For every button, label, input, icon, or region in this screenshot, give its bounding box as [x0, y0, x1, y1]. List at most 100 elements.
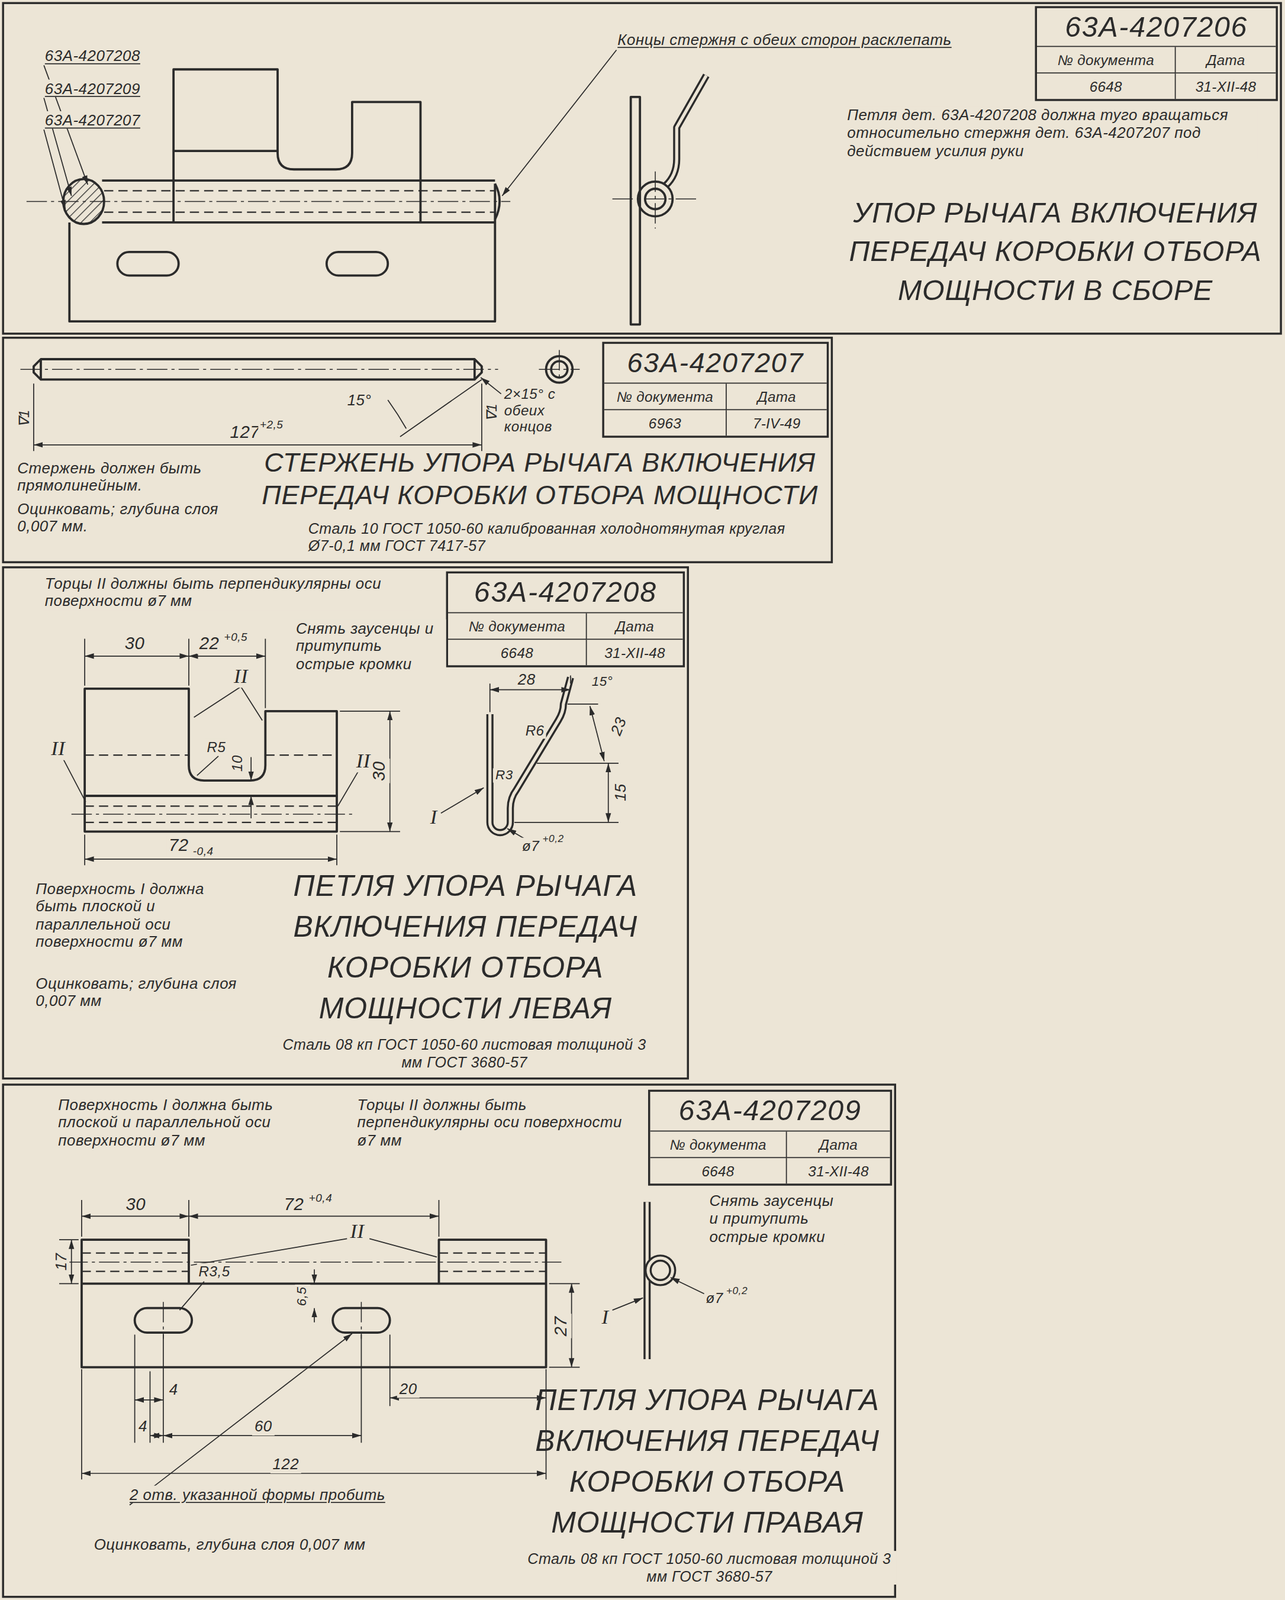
dimension-text: 22 — [197, 633, 222, 655]
title-block: 63А-4207207№ документаДата69637-IV-49 — [601, 342, 829, 439]
part-callout: 2 отв. указанной формы пробить — [127, 1486, 388, 1505]
dimension-line — [84, 655, 189, 658]
drawing-note: Оцинковать, глубина слоя 0,007 мм — [91, 1535, 368, 1554]
part-callout: 63А-4207209 — [42, 79, 143, 98]
title-block-cell: Дата — [587, 613, 684, 640]
dimension-line — [84, 858, 337, 861]
title-block-cell: 6963 — [604, 410, 727, 436]
dimension-text: ∇1 — [15, 407, 33, 430]
drawing-title: ПЕТЛЯ УПОРА РЫЧАГА ВКЛЮЧЕНИЯ ПЕРЕДАЧ КОР… — [273, 865, 658, 1029]
extension-line — [387, 400, 407, 429]
bent-strip — [648, 1258, 673, 1283]
dimension-text: 17 — [52, 1251, 71, 1274]
dimension-text: +2,5 — [257, 417, 285, 431]
dimension-text: 30 — [122, 633, 147, 655]
title-block-cell: № документа — [649, 1131, 787, 1159]
title-block-cell: 31-XII-48 — [587, 639, 684, 666]
dimension-text: 4 — [166, 1381, 180, 1400]
part-callout: Концы стержня с обеих сторон расклепать — [615, 30, 954, 49]
center-line — [26, 201, 511, 203]
bent-strip — [490, 677, 571, 833]
dimension-line — [163, 1435, 362, 1437]
dimension-text: 72 — [166, 836, 191, 857]
title-block-cell: 7-IV-49 — [726, 410, 827, 436]
part-callout: 63А-4207208 — [42, 46, 143, 65]
drawing-number: 63А-4207208 — [448, 573, 684, 614]
drawing-note: Сталь 08 кп ГОСТ 1050-60 листовая толщин… — [271, 1036, 658, 1071]
extension-line — [179, 1282, 204, 1311]
leader-line — [440, 787, 484, 814]
dimension-text: II — [49, 736, 68, 760]
drawing-note: Снять заусенцы и притупить острые кромки — [294, 619, 447, 673]
extension-line — [63, 687, 359, 807]
dimension-text: 20 — [397, 1380, 420, 1399]
dimension-text: 15 — [612, 781, 630, 804]
dimension-text: ∇1 — [483, 401, 501, 424]
leader-line — [670, 1277, 705, 1295]
dimension-text: 127 — [227, 422, 262, 443]
dimension-text: I — [599, 1305, 611, 1329]
title-block-cell: Дата — [1175, 46, 1276, 74]
leader-line — [129, 1334, 353, 1506]
dimension-text: 28 — [515, 671, 538, 689]
drawing-note: Оцинковать; глубина слоя 0,007 мм — [33, 974, 243, 1010]
center-line — [20, 368, 498, 370]
dimension-text: II — [231, 664, 250, 688]
dimension-text: 23 — [606, 713, 631, 740]
leader-line — [43, 129, 66, 210]
dimension-line — [134, 1399, 164, 1402]
dimension-text: +0,5 — [221, 630, 250, 644]
title-block-cell: Дата — [726, 383, 827, 411]
title-block: 63А-4207206№ документаДата664831-XII-48 — [1035, 5, 1278, 101]
leader-line — [480, 377, 501, 395]
title-block: 63А-4207208№ документаДата664831-XII-48 — [446, 571, 686, 668]
dimension-line — [71, 1240, 73, 1284]
drawing-panel: 63А-4207209№ документаДата664831-XII-48П… — [1, 1083, 897, 1599]
drawing-note: Снять заусенцы и притупить острые кромки — [707, 1192, 845, 1245]
bent-strip — [645, 1202, 649, 1360]
dimension-text: R3,5 — [196, 1263, 233, 1281]
extension-line — [400, 379, 482, 437]
center-line — [538, 349, 580, 384]
dimension-text: ø7 — [703, 1290, 726, 1307]
center-line — [612, 171, 699, 230]
title-block-cell: № документа — [448, 613, 588, 640]
dimension-text: 4 — [136, 1418, 150, 1436]
dimension-line — [81, 1473, 547, 1475]
drawing-number: 63А-4207207 — [604, 343, 827, 384]
extension-line — [190, 1238, 437, 1266]
leader-line — [501, 49, 617, 196]
title-block-cell: 6648 — [649, 1158, 787, 1184]
dimension-line — [571, 1283, 573, 1368]
dimension-text: 10 — [228, 752, 246, 774]
extension-line — [490, 675, 619, 823]
leader-line — [313, 1269, 315, 1284]
center-line — [71, 813, 353, 816]
leader-line — [612, 1298, 644, 1311]
dimension-line — [188, 655, 266, 658]
dimension-text: +0,2 — [540, 833, 566, 846]
dimension-text: 60 — [252, 1418, 275, 1436]
drawing-number: 63А-4207209 — [649, 1092, 890, 1132]
bent-strip — [648, 1258, 673, 1283]
part-outline — [84, 688, 337, 832]
center-line — [163, 1302, 362, 1339]
dimension-text: 15° — [345, 391, 374, 409]
title-block-cell: 6648 — [1036, 73, 1177, 99]
dimension-line — [188, 1216, 439, 1218]
drawing-note: Петля дет. 63А-4207208 должна туго враща… — [845, 105, 1258, 159]
bent-strip — [665, 75, 707, 186]
dimension-text: 72 — [281, 1195, 307, 1216]
leader-line — [313, 1308, 315, 1323]
bent-strip — [490, 677, 571, 833]
extension-line — [33, 383, 482, 452]
part-outline — [630, 97, 641, 325]
dimension-text: 6,5 — [294, 1284, 311, 1309]
dimension-line — [590, 706, 605, 762]
drawing-number: 63А-4207206 — [1036, 8, 1277, 48]
dimension-text: R3 — [493, 768, 516, 784]
drawing-note: Торцы II должны быть перпендикулярны оси… — [42, 574, 415, 610]
dimension-line — [389, 711, 391, 832]
dimension-text: 15° — [589, 674, 615, 690]
